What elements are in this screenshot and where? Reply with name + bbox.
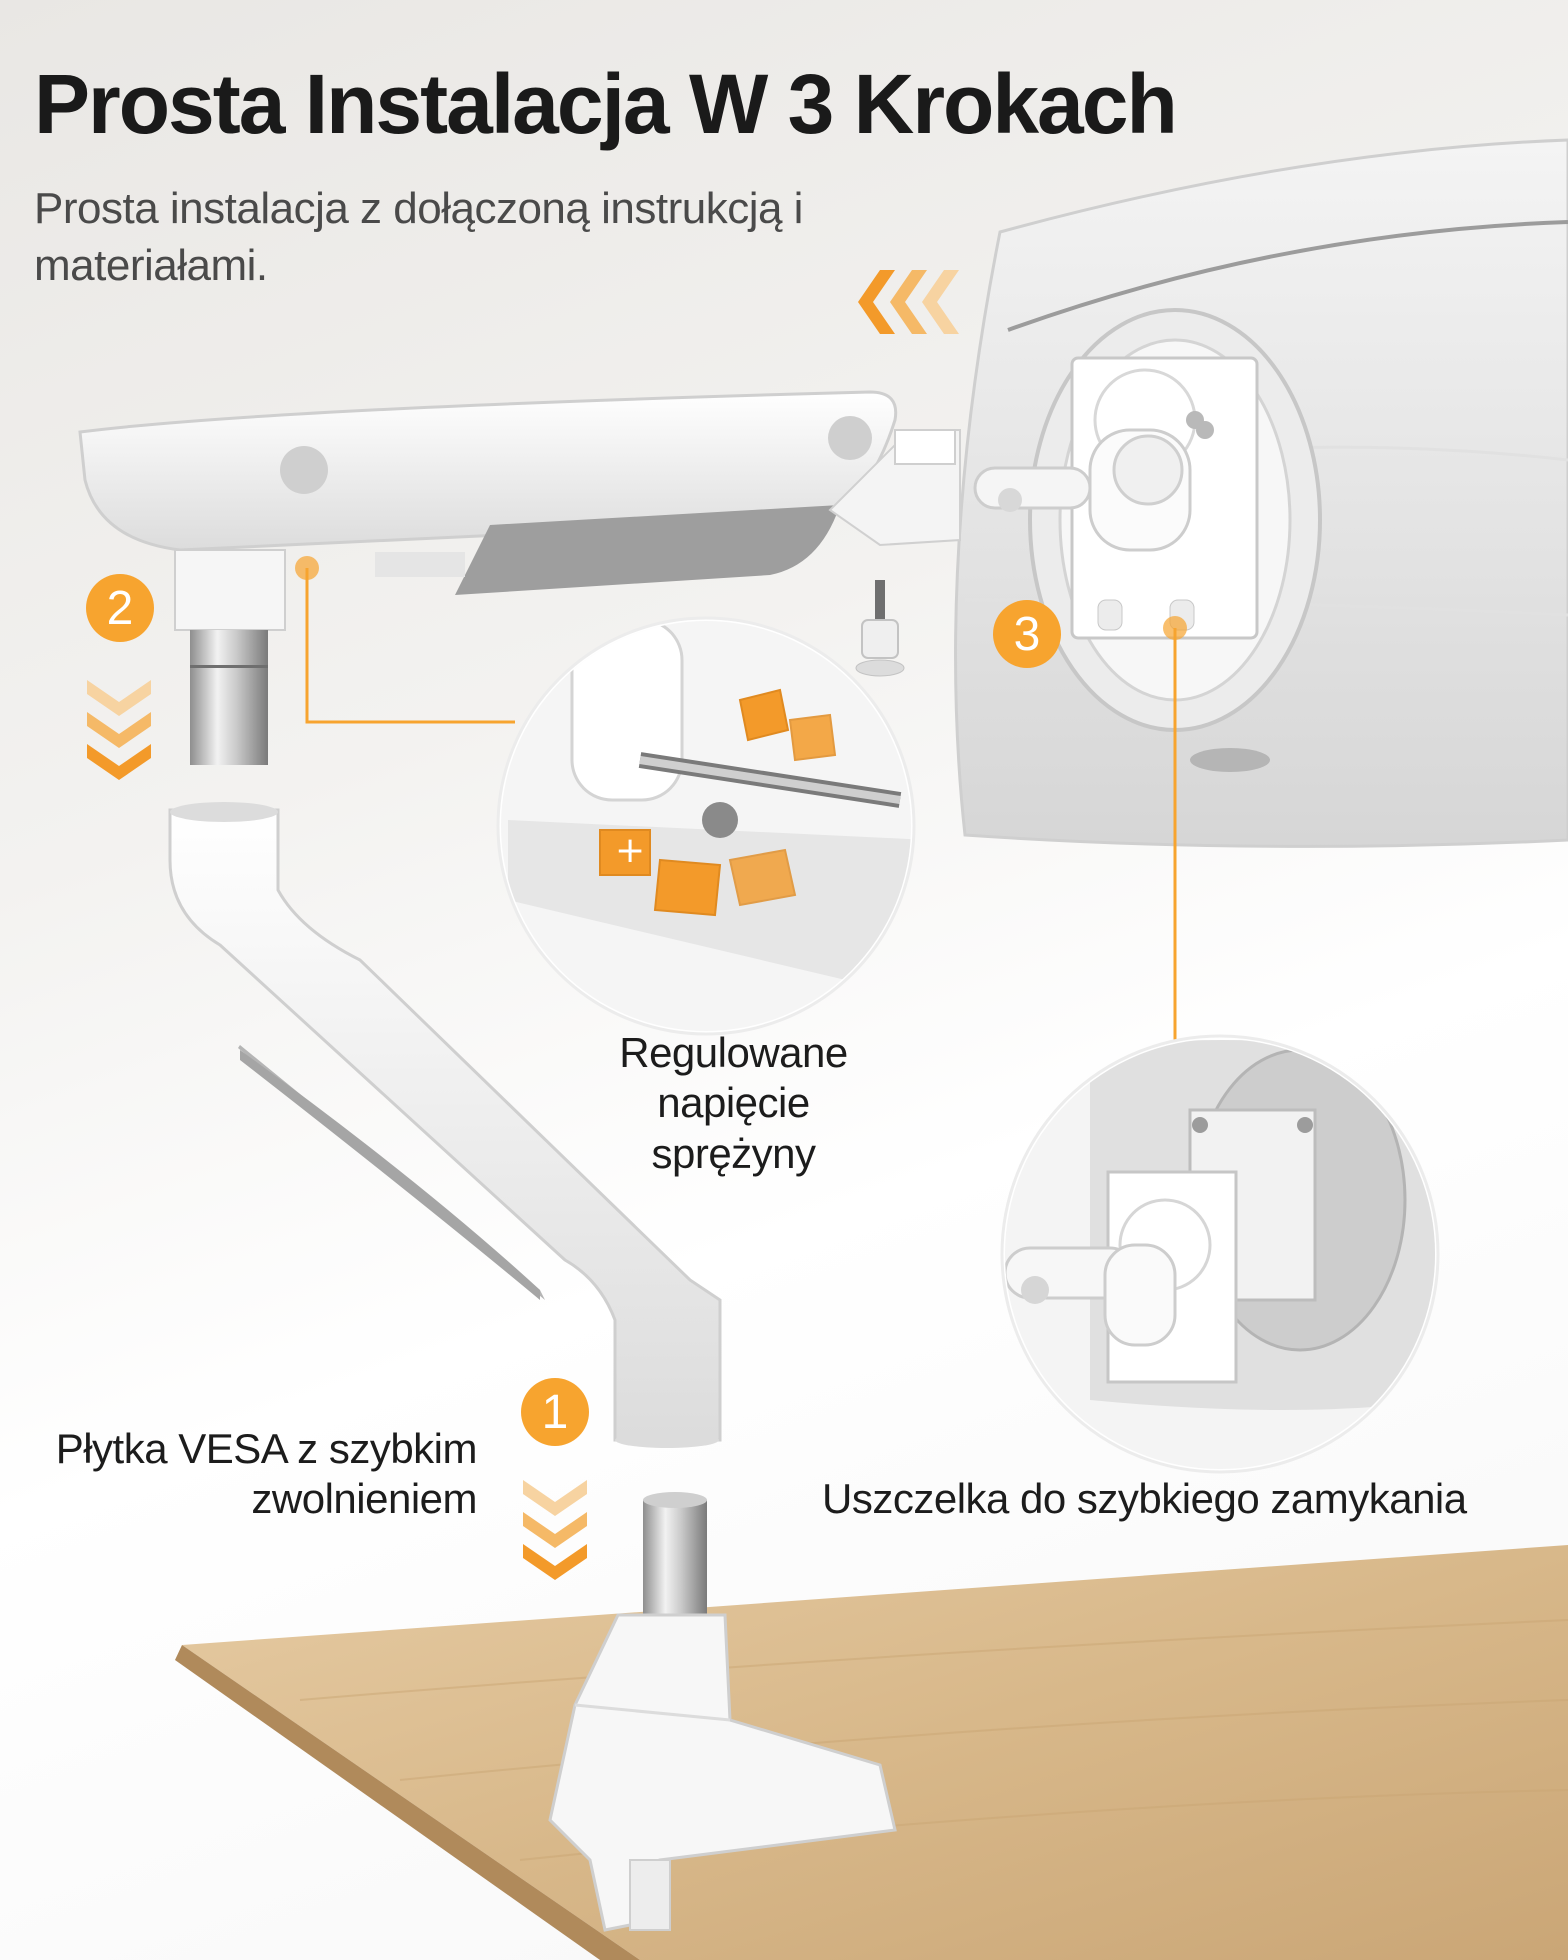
screw <box>855 580 905 677</box>
step-badge-2: 2 <box>86 574 154 642</box>
step-badge-3: 3 <box>993 600 1061 668</box>
quick-lock-label: Uszczelka do szybkiego zamykania <box>822 1475 1467 1522</box>
step-1-label: Płytka VESA z szybkim zwolnieniem <box>55 1425 478 1523</box>
desk-clamp <box>548 1492 897 1932</box>
chevron-down-icon-step1 <box>523 1480 587 1580</box>
quick-lock-inset <box>1000 1034 1440 1474</box>
vesa-plate <box>973 356 1259 640</box>
page-subtitle: Prosta instalacja z dołączoną instrukcją… <box>34 184 803 291</box>
step-badge-1: 1 <box>521 1378 589 1446</box>
page-title: Prosta Instalacja W 3 Krokach <box>34 57 1178 151</box>
upper-arm <box>78 390 961 765</box>
desk <box>175 1545 1568 1960</box>
spring-tension-inset: + <box>496 616 916 1036</box>
lower-arm <box>168 802 722 1448</box>
chevron-down-icon-step2 <box>87 680 151 780</box>
chevron-left-icon-step3 <box>858 270 959 334</box>
callout-connector-lines <box>295 556 1187 1048</box>
spring-tension-label: Regulowane napięcie sprężyny <box>619 1029 848 1177</box>
svg-text:+: + <box>615 830 645 871</box>
